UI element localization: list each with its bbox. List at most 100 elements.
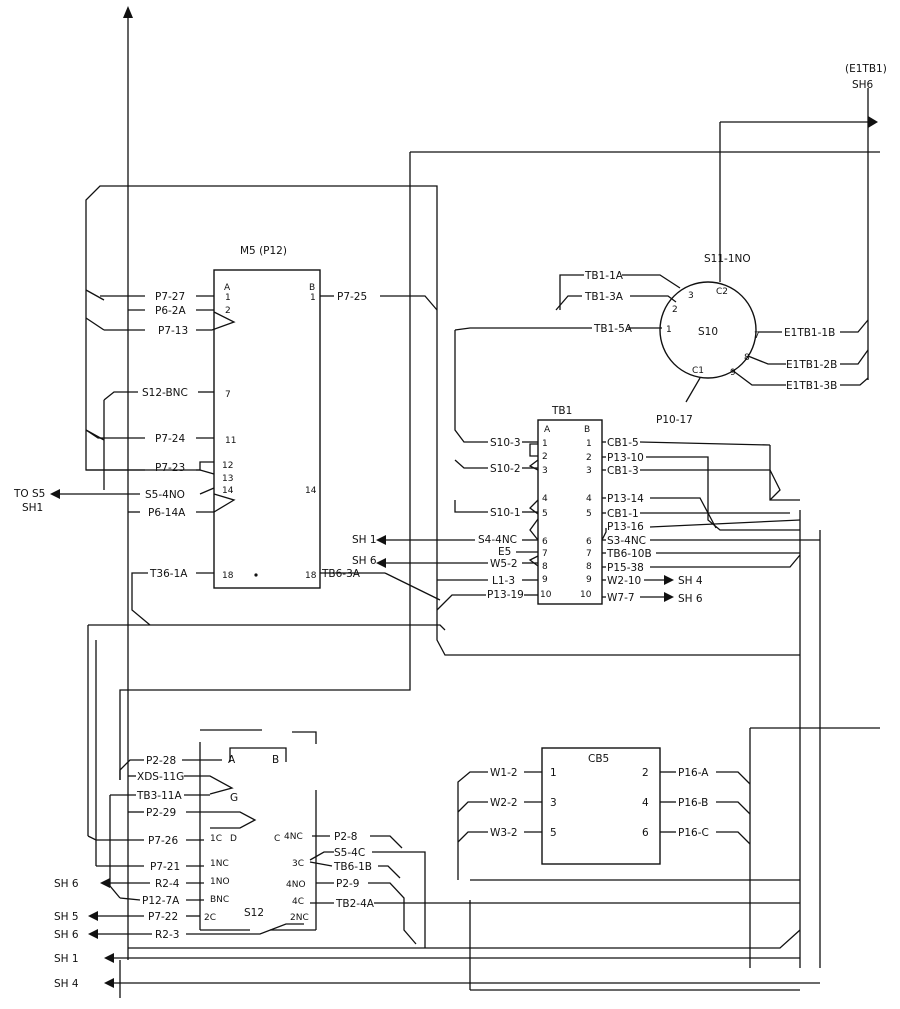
tb1-col-a: A [544, 425, 551, 435]
s12-lead-p2-8: P2-8 [334, 831, 357, 843]
m5-lead-t36-1a: T36-1A [149, 568, 188, 580]
m5-pin-b1: 1 [310, 293, 316, 303]
tb1-a7: 7 [542, 549, 548, 559]
s12-pin-4nc: 4NC [284, 832, 303, 842]
s12-pin-c: C [274, 834, 280, 844]
m5-pin-a-label: A [224, 283, 231, 293]
m5-lead-p6-14a: P6-14A [148, 507, 186, 519]
bottom-ref-sh4: SH 4 [54, 978, 79, 990]
ref-sh6-tb1: SH 6 [352, 555, 377, 567]
s10-lead-s11-1no: S11-1NO [704, 253, 751, 265]
s12-pin-b: B [272, 754, 279, 766]
s12-lead-r2-3: R2-3 [155, 929, 179, 941]
s12-pin-a: A [228, 754, 236, 766]
tb1-b3: 3 [586, 466, 592, 476]
cb5-pin-2: 2 [642, 767, 649, 779]
s12-pin-1nc: 1NC [210, 859, 229, 869]
tb1-a5: 5 [542, 509, 548, 519]
tb1-b9: 9 [586, 575, 592, 585]
tb1-lead-l1-3: L1-3 [492, 575, 515, 587]
cb5-lead-p16-b: P16-B [678, 797, 708, 809]
to-s5-sheet: SH1 [22, 502, 43, 514]
tb1-b6: 6 [586, 537, 592, 547]
cb5-pin-4: 4 [642, 797, 649, 809]
s10-term-2: 2 [672, 305, 678, 315]
s12-pin-4no: 4NO [286, 880, 306, 890]
s10-term-1: 1 [666, 325, 672, 335]
m5-block: M5 (P12) A 1 2 7 11 12 13 14 18 B 1 14 1… [50, 245, 438, 589]
tb1-lead-s3-4nc: S3-4NC [607, 535, 646, 547]
m5-pin-a2: 2 [225, 306, 231, 316]
s12-lead-p12-7a: P12-7A [142, 895, 180, 907]
tb1-b10: 10 [580, 590, 592, 600]
s12-lead-p2-9: P2-9 [336, 878, 359, 890]
s12-lead-tb6-1b: TB6-1B [333, 861, 372, 873]
tb1-lead-s4-4nc: S4-4NC [478, 534, 517, 546]
cb5-pin-5: 5 [550, 827, 557, 839]
tb1-lead-cb1-5: CB1-5 [607, 437, 639, 449]
tb1-b5: 5 [586, 509, 592, 519]
m5-pin-a18: 18 [222, 571, 234, 581]
s10-lead-e1tb1-2b: E1TB1-2B [786, 359, 837, 371]
s12-block: A B G 1C D C 4NC 3C 1NC 1NO 4NO BNC 4C 2… [54, 729, 800, 948]
s12-pin-2nc: 2NC [290, 913, 309, 923]
s12-lead-r2-4: R2-4 [155, 878, 180, 890]
cb5-pin-6: 6 [642, 827, 649, 839]
m5-pin-b18: 18 [305, 571, 317, 581]
s12-pin-1c: 1C [210, 834, 222, 844]
s12-pin-1no: 1NO [210, 877, 230, 887]
tb1-lead-cb1-3: CB1-3 [607, 465, 639, 477]
cb5-lead-w2-2: W2-2 [490, 797, 518, 809]
s10-name: S10 [698, 326, 718, 338]
to-s5-ref: TO S5 SH1 [13, 488, 45, 514]
s10-term-7: 7 [754, 331, 760, 341]
s12-pin-d: D [230, 834, 237, 844]
tb1-b2: 2 [586, 453, 592, 463]
e1tb1-ref: (E1TB1) [845, 63, 887, 75]
tb1-col-b: B [584, 425, 590, 435]
m5-lead-p6-2a: P6-2A [155, 305, 186, 317]
cb5-pin-1: 1 [550, 767, 557, 779]
s12-lead-p2-28: P2-28 [146, 755, 176, 767]
tb1-a8: 8 [542, 562, 548, 572]
cb5-pin-3: 3 [550, 797, 557, 809]
m5-lead-p7-13: P7-13 [158, 325, 188, 337]
m5-pin-b-label: B [309, 283, 315, 293]
tb1-lead-cb1-1: CB1-1 [607, 508, 639, 520]
s12-lead-p7-22: P7-22 [148, 911, 178, 923]
tb1-block: TB1 A B 1 2 3 4 5 6 7 8 9 10 1 2 3 4 5 6… [376, 330, 820, 611]
tb1-lead-p13-10: P13-10 [607, 452, 644, 464]
m5-pin-a1: 1 [225, 293, 231, 303]
tb1-ref-sh4: SH 4 [678, 575, 703, 587]
s10-lead-tb1-3a: TB1-3A [584, 291, 624, 303]
m5-lead-p7-25: P7-25 [337, 291, 367, 303]
s10-lead-tb1-5a: TB1-5A [593, 323, 633, 335]
s12-lead-tb2-4a: TB2-4A [335, 898, 375, 910]
s12-lead-p7-26: P7-26 [148, 835, 178, 847]
s10-term-9: 9 [730, 368, 736, 378]
s10-term-c2: C2 [716, 287, 728, 297]
tb1-lead-p15-38: P15-38 [607, 562, 644, 574]
tb1-b8: 8 [586, 562, 592, 572]
m5-lead-s12-bnc: S12-BNC [142, 387, 188, 399]
m5-lead-p7-23: P7-23 [155, 462, 185, 474]
tb1-b4: 4 [586, 494, 592, 504]
tb1-lead-tb6-10b: TB6-10B [606, 548, 652, 560]
tb1-lead-w5-2: W5-2 [490, 558, 518, 570]
tb1-b1: 1 [586, 439, 592, 449]
tb1-a1: 1 [542, 439, 548, 449]
tb1-a6: 6 [542, 537, 548, 547]
s10-lead-tb1-1a: TB1-1A [584, 270, 624, 282]
s12-pin-4c: 4C [292, 897, 304, 907]
s10-term-8: 8 [744, 353, 750, 363]
m5-pin-a14: 14 [222, 486, 234, 496]
to-s5-label: TO S5 [13, 488, 45, 500]
tb1-lead-e5: E5 [498, 546, 511, 558]
tb1-lead-w2-10: W2-10 [607, 575, 641, 587]
s12-lead-xds-11g: XDS-11G [137, 771, 184, 783]
cb5-lead-w1-2: W1-2 [490, 767, 518, 779]
m5-pin-b14: 14 [305, 486, 317, 496]
s10-lead-p10-17: P10-17 [656, 414, 693, 426]
s12-ref-sh6-a: SH 6 [54, 878, 79, 890]
